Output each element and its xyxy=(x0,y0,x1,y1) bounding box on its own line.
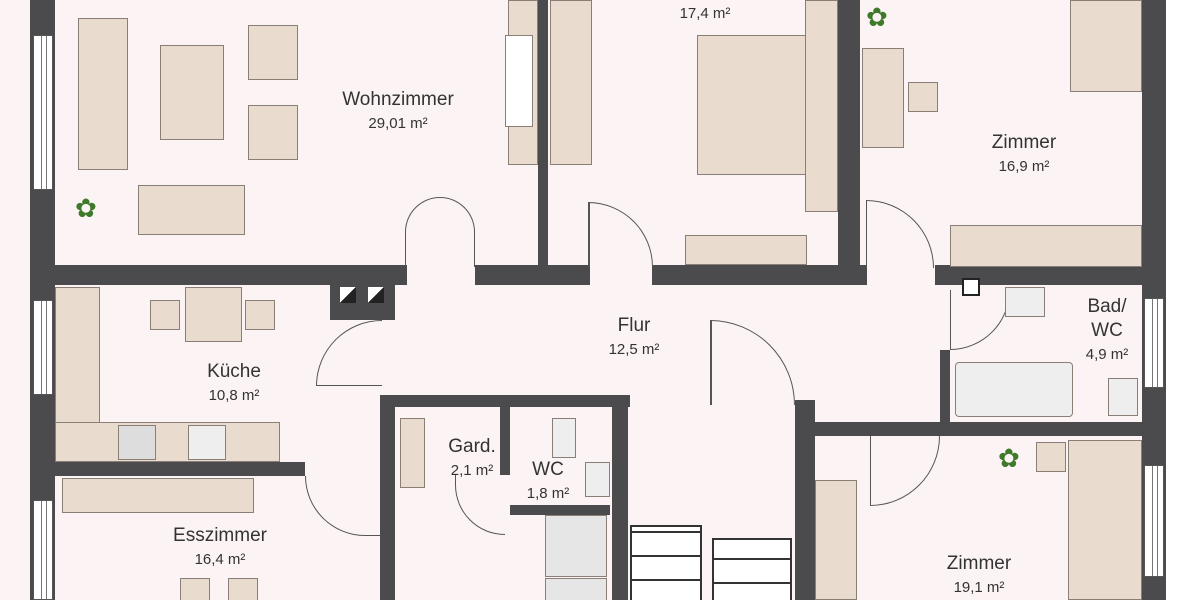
sofa xyxy=(78,18,128,170)
chair xyxy=(245,300,275,330)
stove xyxy=(118,425,156,460)
door-icon xyxy=(305,476,380,536)
chair xyxy=(150,300,180,330)
door-icon xyxy=(455,475,505,535)
staircase-icon xyxy=(630,525,702,600)
wall xyxy=(30,462,305,476)
plant-icon: ✿ xyxy=(75,193,97,223)
wardrobe xyxy=(550,0,592,165)
wall xyxy=(500,395,510,475)
coffee-table xyxy=(160,45,224,140)
window-icon xyxy=(33,300,53,395)
door-icon xyxy=(316,320,382,386)
window-icon xyxy=(33,35,53,190)
dresser xyxy=(685,235,807,265)
wall xyxy=(612,395,628,600)
plant-icon: ✿ xyxy=(866,2,888,32)
washbasin xyxy=(1005,287,1045,317)
armchair xyxy=(248,105,298,160)
wall xyxy=(935,265,1165,285)
wall xyxy=(30,265,407,285)
door-icon xyxy=(866,200,934,268)
door-icon xyxy=(588,202,653,267)
chair xyxy=(228,578,258,600)
sideboard xyxy=(62,478,254,513)
washing-machine xyxy=(545,515,607,577)
chair xyxy=(908,82,938,112)
chair xyxy=(180,578,210,600)
window-icon xyxy=(1144,465,1164,577)
armchair xyxy=(248,25,298,80)
wardrobe xyxy=(950,225,1142,267)
sink xyxy=(188,425,226,460)
sofa xyxy=(138,185,245,235)
bathtub xyxy=(955,362,1073,417)
wall xyxy=(838,0,860,270)
staircase-icon xyxy=(712,538,792,600)
plant-icon: ✿ xyxy=(998,443,1020,473)
wall xyxy=(380,395,395,600)
room-label-garderobe: Gard.2,1 m² xyxy=(448,436,496,479)
nightstand xyxy=(1036,442,1066,472)
wall xyxy=(652,265,867,285)
window-icon xyxy=(1144,298,1164,388)
bed xyxy=(1068,440,1142,600)
dining-table xyxy=(185,287,242,342)
door-icon xyxy=(710,320,795,405)
door-icon xyxy=(950,290,1010,350)
wall xyxy=(795,400,815,600)
wall xyxy=(538,0,548,270)
desk xyxy=(862,48,904,148)
dryer xyxy=(545,578,607,600)
kitchen-counter xyxy=(55,422,280,462)
wall xyxy=(475,265,590,285)
washbasin xyxy=(585,462,610,497)
wall xyxy=(510,505,610,515)
nightstand xyxy=(805,0,838,212)
wall xyxy=(940,350,950,430)
door-icon xyxy=(870,436,940,506)
wardrobe xyxy=(400,418,425,488)
window-icon xyxy=(33,500,53,600)
room-label-bedroom: 17,4 m² xyxy=(679,5,731,22)
wall xyxy=(815,422,940,436)
toilet xyxy=(1108,378,1138,416)
bed xyxy=(1070,0,1142,92)
wardrobe xyxy=(815,480,857,600)
toilet xyxy=(552,418,576,458)
wall xyxy=(940,422,1165,436)
fireplace xyxy=(505,35,533,127)
door-icon xyxy=(405,197,475,267)
